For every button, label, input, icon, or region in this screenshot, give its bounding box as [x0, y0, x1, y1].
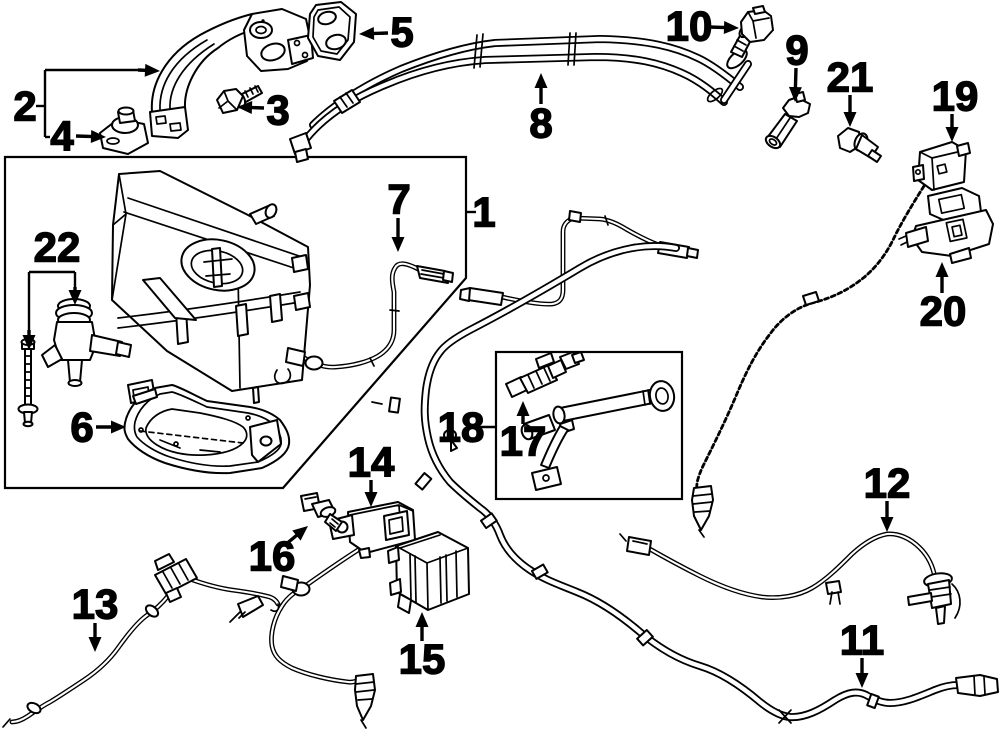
callout-3[interactable]: 3: [237, 86, 291, 134]
part-3-bolt-drawing: [216, 85, 263, 114]
callout-label-4[interactable]: 4: [50, 112, 75, 160]
part-13-sensor-drawing: [2, 553, 281, 728]
callout-15[interactable]: 15: [398, 612, 446, 683]
callout-9[interactable]: 9: [785, 26, 810, 103]
group-box-18-outline: [494, 350, 684, 501]
callout-arrow-head-9: [788, 86, 802, 102]
part-20-bracket-drawing: [898, 187, 994, 264]
callout-arrow-head-21: [843, 112, 857, 127]
callout-arrow-head-19: [945, 127, 959, 142]
callout-label-2[interactable]: 2: [13, 82, 38, 130]
part-21-sensor-drawing: [837, 127, 882, 163]
callout-label-5[interactable]: 5: [390, 8, 415, 56]
callout-arrow-head-5: [359, 26, 375, 40]
callout-arrow-head-14: [364, 492, 378, 507]
part-6-tray-drawing: [123, 384, 291, 475]
callout-22[interactable]: 22: [22, 223, 82, 351]
group-box-1-outline: [3, 155, 468, 490]
callout-label-1[interactable]: 1: [472, 188, 497, 236]
callout-12[interactable]: 12: [863, 459, 911, 533]
callout-arrow-head-6: [111, 420, 126, 434]
part-1-canister-drawing: [111, 170, 311, 404]
part-5-gasket-drawing: [307, 1, 357, 61]
callout-label-10[interactable]: 10: [665, 2, 713, 50]
callout-16[interactable]: 16: [248, 526, 308, 580]
callout-arrow-head-3: [237, 101, 253, 115]
callout-label-7[interactable]: 7: [387, 175, 412, 223]
callout-arrow-head-22: [68, 290, 82, 305]
part-9-valve-drawing: [764, 91, 811, 150]
callout-arrow-head-20: [935, 262, 949, 277]
callout-2[interactable]: 2: [13, 63, 160, 139]
callout-arrow-head-15: [415, 612, 429, 627]
part-12-sensor-drawing: [619, 531, 961, 625]
callout-label-11[interactable]: 11: [839, 616, 885, 664]
part-2-bracket-drawing: [149, 8, 314, 139]
callout-14[interactable]: 14: [347, 438, 396, 508]
part-17-sensor-drawing: [505, 351, 585, 398]
part-15-canister-drawing: [387, 531, 470, 614]
part-18-pipe-drawing: [520, 380, 676, 491]
callout-label-17[interactable]: 17: [499, 417, 547, 465]
callout-17[interactable]: 17: [499, 401, 547, 465]
callout-arrow-head-16: [292, 526, 308, 541]
callout-arrow-head-11: [855, 673, 869, 688]
callout-label-22[interactable]: 22: [33, 223, 81, 271]
callout-label-12[interactable]: 12: [863, 459, 911, 507]
callout-7[interactable]: 7: [387, 175, 412, 253]
part-11-tube-drawing: [371, 242, 999, 724]
part-7-harness-drawing: [274, 261, 454, 385]
callout-label-15[interactable]: 15: [398, 635, 446, 683]
callout-arrow-head-12: [880, 517, 894, 532]
callout-arrow-head-8: [534, 73, 548, 88]
callout-1[interactable]: 1: [466, 188, 497, 236]
part-22-valve-drawing: [17, 298, 132, 428]
callout-label-19[interactable]: 19: [931, 72, 979, 120]
callout-label-3[interactable]: 3: [266, 86, 291, 134]
callout-13[interactable]: 13: [71, 580, 119, 653]
callout-arrow-head-10: [723, 21, 739, 34]
callout-arrow-head-22: [22, 335, 36, 350]
callout-label-9[interactable]: 9: [785, 26, 810, 74]
callout-4[interactable]: 4: [50, 112, 106, 160]
callout-6[interactable]: 6: [70, 403, 126, 451]
callout-arrow-head-17: [516, 401, 530, 416]
part-4-mount-drawing: [99, 106, 149, 155]
center-harness-drawing: [459, 210, 699, 307]
part-10-cap-drawing: [740, 5, 774, 43]
callout-arrow-head-2: [144, 63, 160, 77]
callout-21[interactable]: 21: [826, 53, 874, 128]
part-16-sensor-drawing: [300, 492, 343, 532]
callout-label-13[interactable]: 13: [71, 580, 119, 628]
callout-10[interactable]: 10: [665, 2, 739, 50]
callout-19[interactable]: 19: [931, 72, 979, 143]
callout-8[interactable]: 8: [529, 73, 554, 147]
callout-5[interactable]: 5: [359, 8, 415, 56]
callout-arrow-head-13: [88, 637, 102, 652]
callout-label-20[interactable]: 20: [919, 287, 967, 335]
callout-arrow-head-4: [90, 130, 106, 143]
callout-label-6[interactable]: 6: [70, 403, 95, 451]
callout-label-21[interactable]: 21: [826, 53, 874, 101]
callout-label-8[interactable]: 8: [529, 99, 554, 147]
small-screw-drawing: [443, 429, 458, 452]
callout-arrow-head-7: [391, 237, 405, 252]
callout-label-18[interactable]: 18: [437, 403, 485, 451]
part-19-solenoid-drawing: [691, 141, 971, 538]
callout-20[interactable]: 20: [919, 262, 967, 335]
callout-18[interactable]: 18: [437, 403, 496, 451]
callout-label-14[interactable]: 14: [347, 438, 396, 486]
callout-label-16[interactable]: 16: [248, 532, 296, 580]
callout-11[interactable]: 11: [839, 616, 885, 689]
